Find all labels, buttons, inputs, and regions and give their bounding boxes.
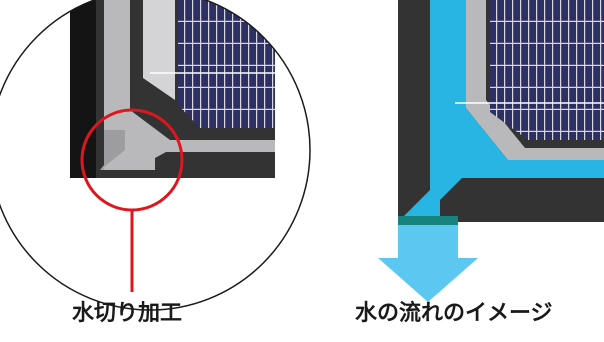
drain-strip (398, 216, 458, 225)
caption-drainage-processing: 水切り加工 (72, 301, 183, 326)
caption-water-flow-image: 水の流れのイメージ (355, 301, 553, 326)
left-magnified-view (70, 0, 275, 178)
drain-notch (100, 130, 125, 170)
glass-layer (143, 0, 175, 100)
solar-cells (178, 0, 275, 128)
solar-cells-right (490, 0, 604, 140)
aluminum-profile-right (466, 0, 604, 160)
water-channel (398, 0, 604, 222)
aluminum-profile (100, 0, 275, 170)
right-water-flow-view (378, 0, 604, 302)
magnifier-circle (0, 0, 311, 311)
water-flow-arrow-icon (378, 225, 478, 302)
